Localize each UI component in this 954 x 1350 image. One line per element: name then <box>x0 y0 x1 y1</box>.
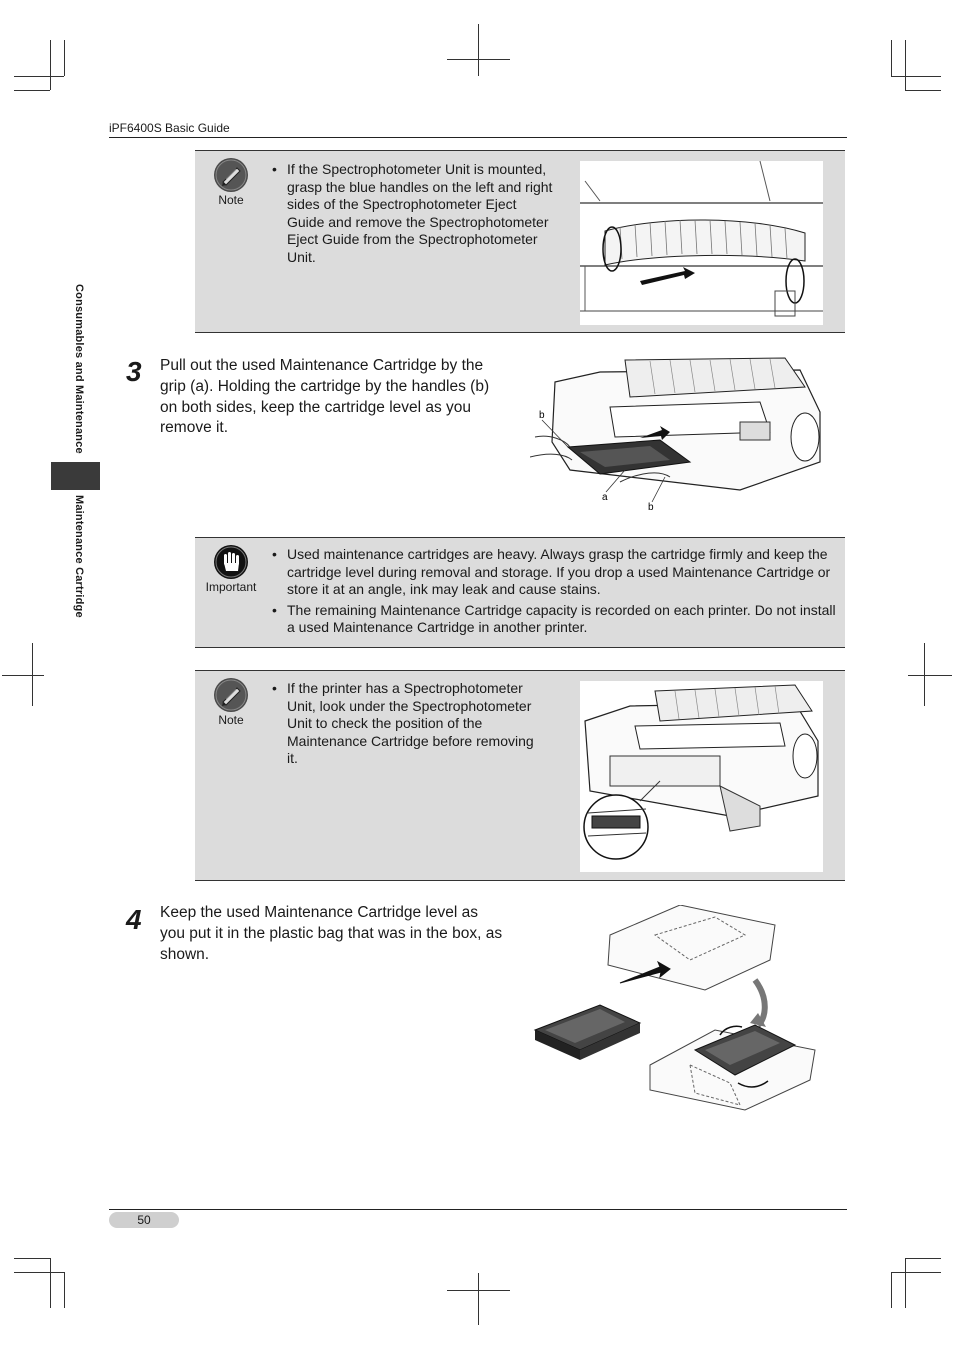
step-number: 4 <box>126 904 142 935</box>
page-number: 50 <box>109 1212 179 1228</box>
note-box: Note If the Spectrophotometer Unit is mo… <box>195 150 845 333</box>
important-label: Important <box>205 580 257 594</box>
figure-label-b: b <box>539 410 545 421</box>
pencil-icon <box>214 678 248 712</box>
note-bullets: If the printer has a Spectrophotometer U… <box>272 680 542 771</box>
step-number: 3 <box>126 356 142 387</box>
subsection-tab[interactable]: Maintenance Cartridge <box>73 495 85 618</box>
bagging-illustration <box>530 904 820 1115</box>
important-box: Important Used maintenance cartridges ar… <box>195 537 845 648</box>
step-text: Keep the used Maintenance Cartridge leve… <box>160 904 503 963</box>
stop-hand-icon <box>214 545 248 579</box>
pencil-icon <box>214 158 248 192</box>
footer-rule <box>109 1209 847 1210</box>
figure-label-b: b <box>648 502 654 513</box>
note-label: Note <box>218 713 244 727</box>
note-box: Note If the printer has a Spectrophotome… <box>195 670 845 881</box>
note-bullets: If the Spectrophotometer Unit is mounted… <box>272 161 554 269</box>
section-tab-marker <box>51 462 100 490</box>
figure-label-a: a <box>602 492 608 503</box>
important-bullet: Used maintenance cartridges are heavy. A… <box>272 546 842 599</box>
important-bullets: Used maintenance cartridges are heavy. A… <box>272 546 842 640</box>
step-text: Pull out the used Maintenance Cartridge … <box>160 357 490 437</box>
printer-underside-illustration <box>580 681 823 872</box>
header-rule <box>109 137 847 138</box>
important-bullet: The remaining Maintenance Cartridge capa… <box>272 602 842 637</box>
section-tab[interactable]: Consumables and Maintenance <box>73 284 85 454</box>
note-bullet: If the printer has a Spectrophotometer U… <box>272 680 542 768</box>
guide-title: iPF6400S Basic Guide <box>109 121 230 135</box>
note-label: Note <box>218 193 244 207</box>
note-bullet: If the Spectrophotometer Unit is mounted… <box>272 161 554 266</box>
eject-guide-illustration <box>580 160 823 325</box>
cartridge-removal-illustration: b a b <box>529 352 826 517</box>
